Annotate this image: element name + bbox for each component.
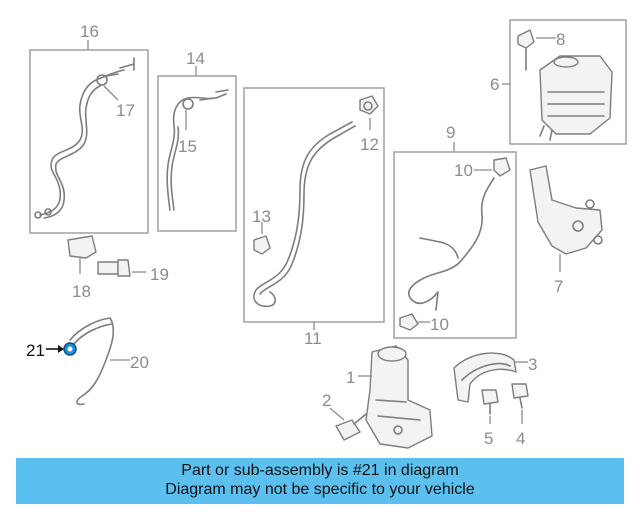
group-11: 11 12 13 — [243, 87, 385, 348]
pump-1: 1 — [346, 345, 433, 449]
bolt-5: 5 — [481, 389, 499, 448]
callout-3: 3 — [528, 355, 537, 374]
part-21-highlight[interactable]: 21 — [26, 341, 77, 360]
callout-4: 4 — [516, 429, 525, 448]
sensor-2: 2 — [322, 391, 367, 441]
callout-6: 6 — [490, 75, 499, 94]
banner-line-1: Part or sub-assembly is #21 in diagram — [181, 462, 459, 479]
callout-5: 5 — [484, 429, 493, 448]
callout-20: 20 — [130, 353, 149, 372]
callout-19: 19 — [150, 265, 169, 284]
bolt-19: 19 — [97, 259, 169, 284]
callout-8: 8 — [556, 30, 565, 49]
bolt-4: 4 — [511, 383, 529, 448]
group-9: 9 10 10 — [393, 123, 517, 339]
info-banner: Part or sub-assembly is #21 in diagram D… — [16, 458, 624, 504]
shield-3: 3 — [453, 352, 537, 403]
hose-20: 20 — [69, 317, 149, 406]
callout-1: 1 — [346, 368, 355, 387]
callout-11: 11 — [304, 329, 322, 348]
callout-15: 15 — [178, 137, 197, 156]
callout-10a: 10 — [454, 161, 473, 180]
callout-7: 7 — [554, 277, 563, 296]
clip-18: 18 — [67, 235, 97, 301]
callout-16: 16 — [80, 22, 99, 41]
callout-18: 18 — [72, 282, 91, 301]
callout-10b: 10 — [430, 315, 449, 334]
banner-line-2: Diagram may not be specific to your vehi… — [165, 481, 475, 498]
callout-13: 13 — [252, 207, 271, 226]
callout-17: 17 — [116, 101, 135, 120]
bracket-7: 7 — [529, 165, 603, 296]
group-14: 14 15 — [157, 49, 237, 232]
group-16: 16 17 — [29, 22, 149, 234]
callout-21: 21 — [26, 341, 45, 360]
callout-2: 2 — [322, 391, 331, 410]
callout-14: 14 — [186, 49, 205, 68]
callout-12: 12 — [360, 135, 379, 154]
callout-9: 9 — [446, 123, 455, 142]
group-6: 6 8 — [490, 19, 627, 145]
